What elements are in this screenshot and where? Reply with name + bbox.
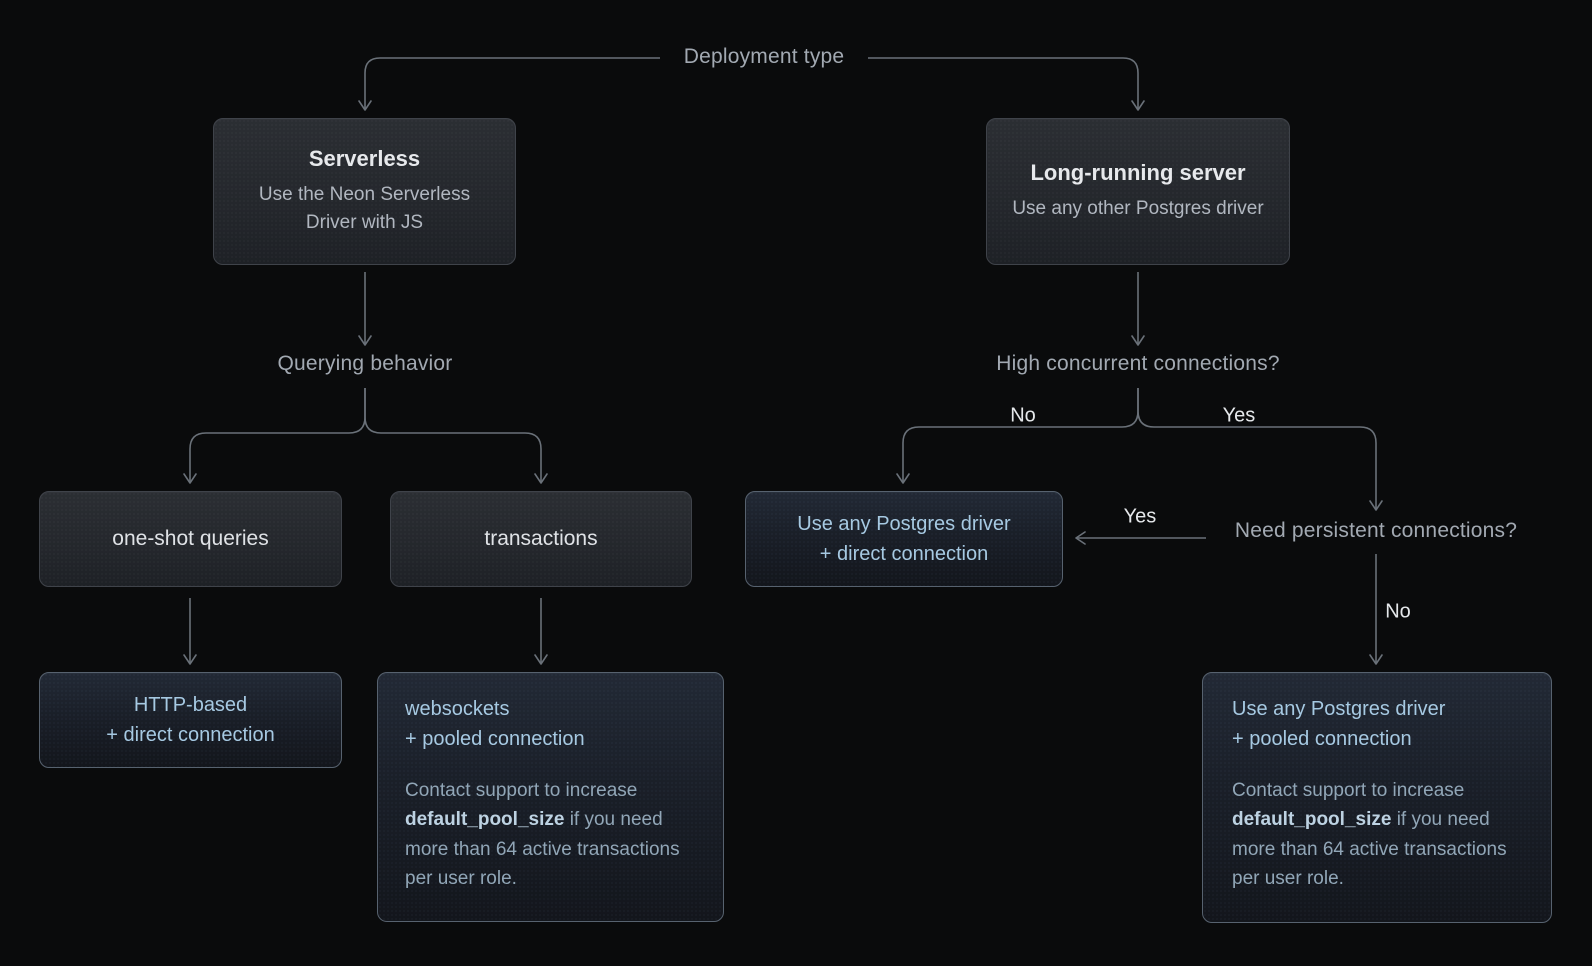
branch-yes-label: Yes [1222, 404, 1256, 427]
connector-root-to-serverless [358, 57, 660, 111]
http-line1: HTTP-based [133, 694, 248, 716]
node-transactions-label: transactions [484, 527, 598, 550]
node-one-shot-label: one-shot queries [112, 527, 269, 550]
node-long-running-title: Long-running server [1030, 160, 1246, 186]
persistent-yes-label: Yes [1123, 505, 1157, 528]
connector-high-concurrent-yes [1137, 388, 1383, 511]
connector-querying-to-one-shot [183, 388, 366, 484]
root-label: Deployment type [683, 45, 845, 68]
pooled-line2: + pooled connection [1232, 728, 1412, 750]
websockets-note: Contact support to increase default_pool… [405, 780, 680, 890]
default-pool-size-term: default_pool_size [1232, 809, 1392, 831]
querying-behavior-label: Querying behavior [277, 352, 453, 375]
node-long-running-subtitle: Use any other Postgres driver [1012, 198, 1264, 220]
node-serverless: Serverless Use the Neon Serverless Drive… [213, 118, 516, 265]
websockets-line1: websockets [405, 698, 510, 720]
node-long-running-server: Long-running server Use any other Postgr… [986, 118, 1290, 265]
default-pool-size-term: default_pool_size [405, 809, 565, 831]
connector-root-to-long-running [868, 57, 1145, 111]
node-transactions: transactions [390, 491, 692, 587]
websockets-line2: + pooled connection [405, 728, 585, 750]
node-any-driver-direct: Use any Postgres driver + direct connect… [745, 491, 1063, 587]
node-serverless-title: Serverless [308, 146, 421, 172]
persistent-connections-label: Need persistent connections? [1234, 519, 1518, 542]
pooled-line1: Use any Postgres driver [1232, 698, 1446, 720]
direct-line1: Use any Postgres driver [797, 513, 1011, 535]
direct-line2: + direct connection [819, 543, 989, 565]
node-any-driver-pooled: Use any Postgres driver + pooled connect… [1202, 672, 1552, 923]
node-one-shot-queries: one-shot queries [39, 491, 342, 587]
persistent-no-label: No [1385, 600, 1411, 623]
branch-no-label: No [1010, 404, 1036, 427]
pooled-note: Contact support to increase default_pool… [1232, 780, 1507, 890]
connector-high-concurrent-no [896, 388, 1139, 484]
node-serverless-subtitle: Use the Neon Serverless Driver with JS [258, 184, 471, 233]
node-websockets-pooled: websockets + pooled connection Contact s… [377, 672, 724, 922]
high-concurrent-label: High concurrent connections? [996, 352, 1280, 375]
node-http-direct: HTTP-based + direct connection [39, 672, 342, 768]
http-line2: + direct connection [106, 724, 275, 746]
connector-querying-to-transactions [364, 388, 548, 484]
